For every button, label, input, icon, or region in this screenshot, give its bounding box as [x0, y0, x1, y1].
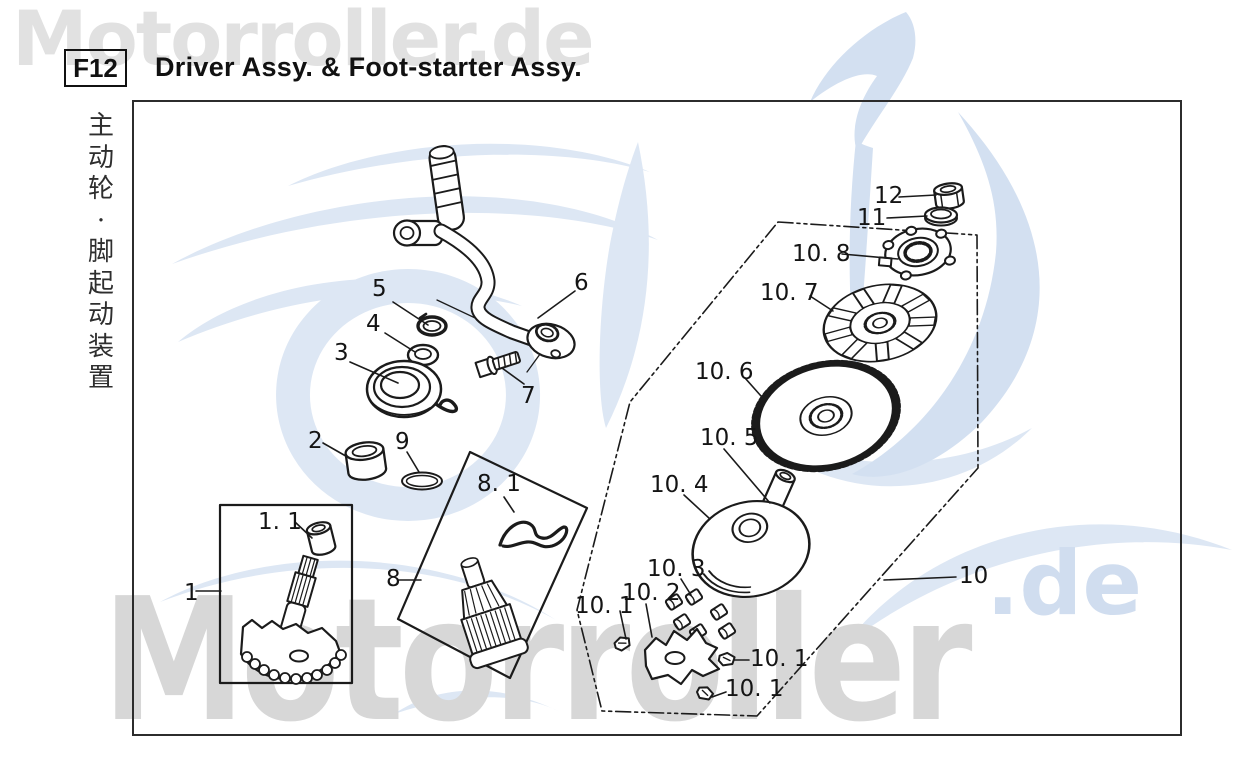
part-label-8-1: 8. 1 — [477, 471, 521, 497]
part-1-1-bushing — [305, 521, 337, 556]
part-label-10: 10 — [959, 563, 989, 589]
caption-char: 动 — [87, 300, 114, 330]
part-label-10-2: 10. 2 — [622, 580, 681, 606]
part-10-6-gear — [751, 359, 901, 473]
part-label-9: 9 — [395, 429, 410, 455]
part-label-10-5: 10. 5 — [700, 425, 759, 451]
part-label-10-3: 10. 3 — [647, 556, 706, 582]
part-label-6: 6 — [574, 270, 589, 296]
part-label-5: 5 — [372, 276, 387, 302]
watermark-top: Motorroller.de — [12, 0, 595, 83]
caption-char: 主 — [87, 111, 114, 141]
part-label-10-4: 10. 4 — [650, 472, 709, 498]
part-label-10-1b: 10. 1 — [750, 646, 809, 672]
page-title: Driver Assy. & Foot-starter Assy. — [155, 52, 583, 82]
part-label-10-8: 10. 8 — [792, 241, 851, 267]
part-8-starter-pinion — [460, 557, 529, 670]
caption-char: 装 — [87, 331, 114, 362]
leader-lines — [195, 194, 957, 698]
part-label-7: 7 — [521, 383, 536, 409]
part-label-12: 12 — [874, 183, 904, 209]
part-label-10-1c: 10. 1 — [725, 676, 784, 702]
part-10-4-pulley — [691, 499, 811, 599]
part-label-4: 4 — [366, 311, 381, 337]
part-9-shim — [401, 471, 443, 491]
part-11-washer — [923, 206, 959, 227]
watermark-bottom-suffix: .de — [986, 532, 1143, 635]
part-label-10-6: 10. 6 — [695, 359, 754, 385]
part-label-11: 11 — [857, 205, 887, 231]
part-10-7-fan-plate — [822, 283, 938, 363]
part-label-10-7: 10. 7 — [760, 280, 819, 306]
part-3-return-spring — [365, 359, 459, 419]
part-label-1: 1 — [184, 580, 199, 606]
part-label-3: 3 — [334, 340, 349, 366]
part-5-clip — [416, 312, 448, 337]
caption-char: 置 — [87, 363, 114, 393]
part-1-kick-spindle — [239, 554, 347, 685]
part-7-bolt — [474, 351, 521, 379]
caption-char: 轮 — [87, 174, 114, 204]
caption-char: 起 — [87, 268, 114, 299]
part-10-3-rollers — [664, 588, 737, 641]
caption-char: 动 — [87, 142, 114, 173]
part-label-8: 8 — [386, 566, 401, 592]
figure-code-box: F12 — [64, 49, 127, 87]
pinion-box — [396, 450, 589, 680]
caption-char: 脚 — [87, 237, 114, 267]
part-10-1-slider-shoes — [613, 636, 736, 701]
part-8-1-clip — [498, 520, 569, 549]
part-10-8-ratchet-plate — [877, 225, 956, 281]
vertical-caption: 主 动 轮 · 脚 起 动 装 置 — [84, 111, 118, 395]
part-10-2-ramp-plate — [643, 627, 721, 686]
part-label-2: 2 — [308, 428, 323, 454]
part-12-nut — [933, 182, 965, 210]
variator-group-outline — [576, 221, 979, 717]
part-label-1-1: 1. 1 — [258, 509, 302, 535]
caption-char: · — [96, 205, 106, 236]
part-2-bushing — [344, 441, 388, 481]
part-label-10-1a: 10. 1 — [575, 593, 634, 619]
part-6-kick-lever — [392, 145, 576, 360]
diagram-frame — [132, 100, 1182, 736]
